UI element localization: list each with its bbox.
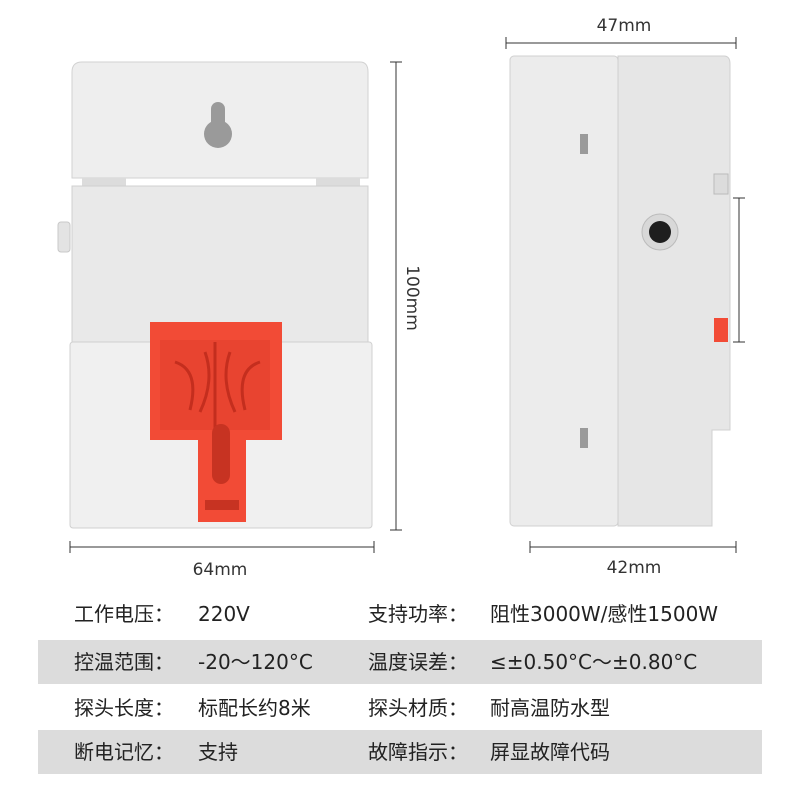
front-width-label: 64mm [192,560,248,580]
side-clip-dimension-line [733,197,745,343]
spec-row: 控温范围： -20～120°C 温度误差： ≤±0.50°C～±0.80°C [38,640,762,684]
side-bottom-dimension-line [529,541,737,553]
spec-value: 标配长约8米 [198,696,311,720]
spec-row: 工作电压： 220V 支持功率： 阻性3000W/感性1500W [38,592,762,636]
spec-key: 故障指示： [368,740,468,764]
mounting-keyhole [204,120,232,148]
spec-value: -20～120°C [198,650,313,674]
spec-value: 屏显故障代码 [490,740,610,764]
spec-value: 阻性3000W/感性1500W [490,602,719,626]
spec-value: ≤±0.50°C～±0.80°C [490,650,698,674]
spec-key: 断电记忆： [74,740,174,764]
spec-value: 220V [198,602,250,626]
height-label: 100mm [402,265,422,331]
spec-row: 探头长度： 标配长约8米 探头材质： 耐高温防水型 [38,686,762,730]
spec-key: 探头材质： [368,696,468,720]
spec-key: 控温范围： [74,650,174,674]
spec-row: 断电记忆： 支持 故障指示： 屏显故障代码 [38,730,762,774]
spec-key: 探头长度： [74,696,174,720]
spec-value: 耐高温防水型 [490,696,610,720]
side-top-dimension-line [505,37,737,49]
spec-value: 支持 [198,740,238,764]
side-bottom-width-label: 42mm [606,558,662,578]
spec-key: 工作电压： [74,602,174,626]
height-dimension-line [390,61,402,531]
device-front-view [57,61,373,529]
spec-key: 支持功率： [368,602,468,626]
side-top-width-label: 47mm [596,16,652,36]
spec-key: 温度误差： [368,650,468,674]
front-width-dimension-line [69,541,375,553]
device-side-view [509,55,731,527]
